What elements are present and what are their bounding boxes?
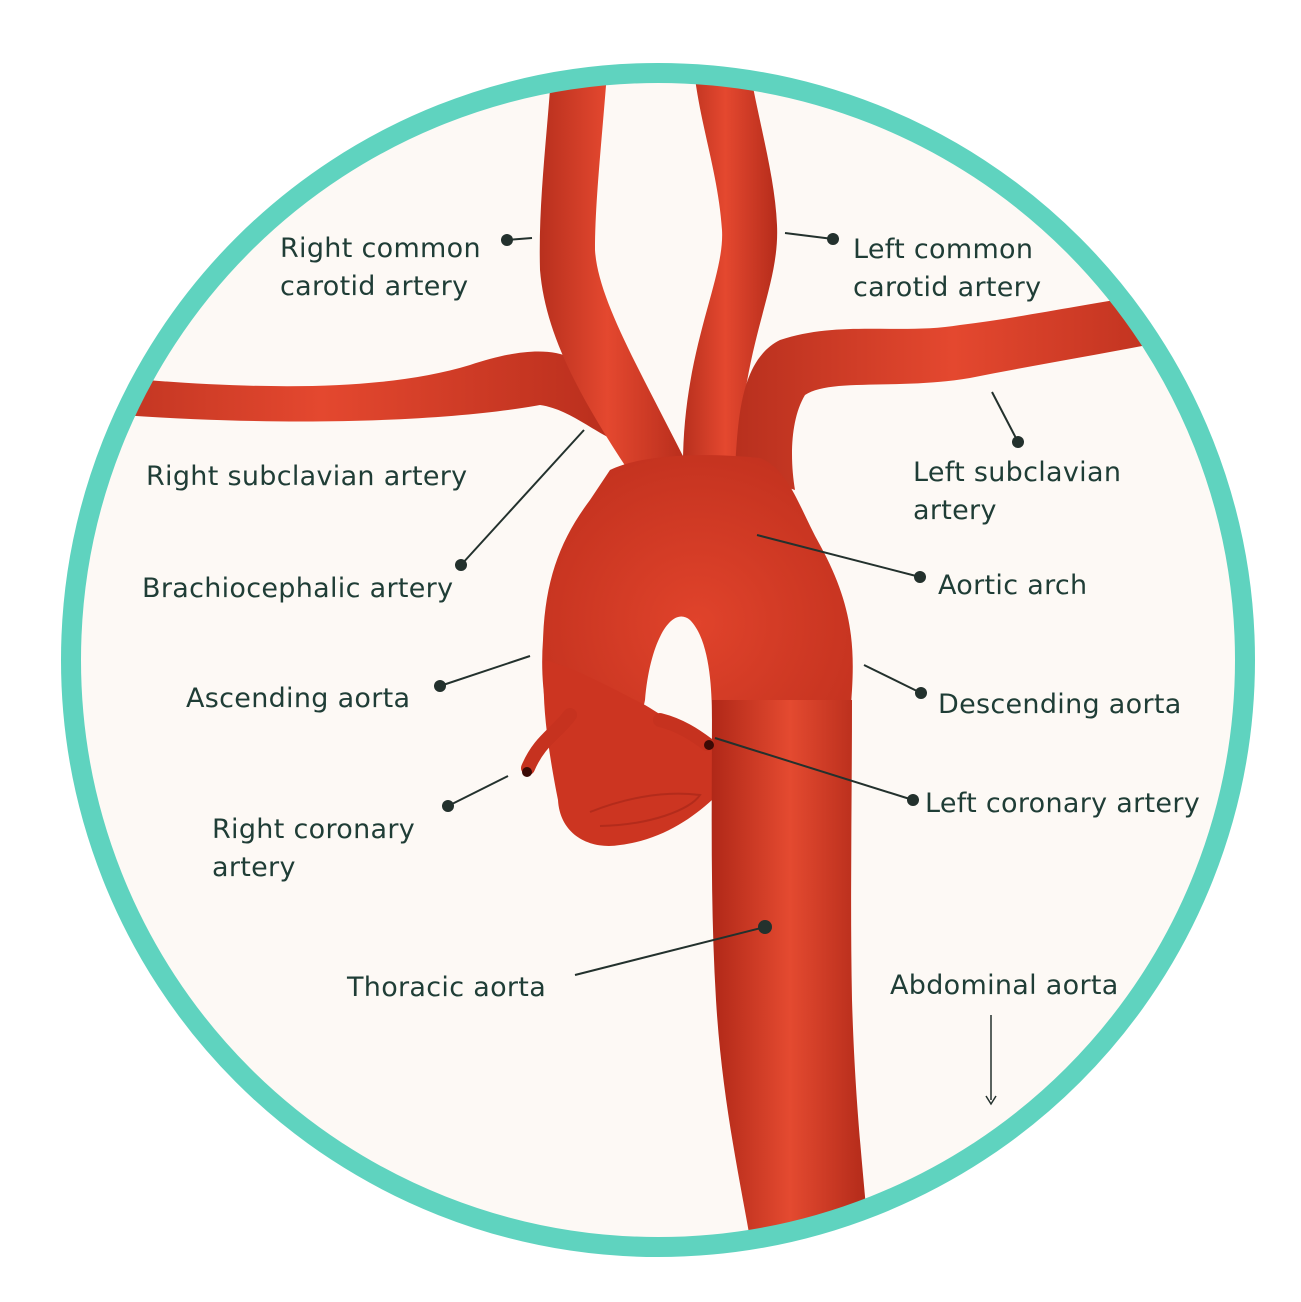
aortic-root-vessel	[543, 660, 712, 846]
dot-right-common-carotid	[501, 234, 513, 246]
label-right-coronary: Right coronary artery	[212, 814, 424, 883]
leader-right-coronary	[447, 775, 509, 807]
right-coronary-vessel	[521, 708, 577, 775]
labels: Right common carotid artery Left common …	[142, 233, 1200, 1003]
leader-left-common-carotid	[784, 232, 834, 240]
dot-descending-aorta	[915, 687, 927, 699]
dot-brachiocephalic	[455, 559, 467, 571]
dot-right-coronary	[442, 800, 454, 812]
label-right-common-carotid-line1: Right common	[280, 233, 481, 264]
label-descending-aorta: Descending aorta	[938, 689, 1182, 720]
label-left-common-carotid-line2: carotid artery	[853, 272, 1041, 303]
left-coronary-opening	[704, 740, 714, 750]
aortic-root-seam	[589, 792, 702, 827]
dot-ascending-aorta	[434, 680, 446, 692]
label-right-subclavian: Right subclavian artery	[146, 461, 467, 492]
ring-border	[61, 63, 1255, 1257]
label-abdominal-aorta: Abdominal aorta	[890, 970, 1119, 1001]
label-right-coronary-line2: artery	[212, 852, 296, 883]
leader-left-coronary	[714, 737, 914, 801]
label-right-coronary-line1: Right coronary	[212, 814, 415, 845]
leader-brachiocephalic	[460, 429, 585, 566]
label-aortic-arch: Aortic arch	[938, 570, 1087, 601]
left-subclavian-vessel	[735, 288, 1220, 490]
label-thoracic-aorta: Thoracic aorta	[346, 972, 546, 1003]
right-subclavian-vessel	[71, 351, 640, 450]
label-left-common-carotid: Left common carotid artery	[853, 234, 1042, 303]
thoracic-aorta-vessel	[711, 700, 868, 1247]
leader-left-subclavian	[991, 391, 1019, 443]
label-ascending-aorta: Ascending aorta	[186, 683, 410, 714]
dot-left-common-carotid	[827, 233, 839, 245]
dot-left-subclavian	[1012, 436, 1024, 448]
dot-left-coronary	[907, 794, 919, 806]
arteries	[71, 73, 1220, 1247]
leader-descending-aorta	[863, 664, 922, 694]
right-common-carotid-vessel	[539, 73, 690, 470]
label-left-subclavian-line1: Left subclavian	[913, 457, 1121, 488]
leader-thoracic-aorta	[574, 926, 766, 976]
label-left-subclavian-line2: artery	[913, 495, 997, 526]
arrow-head-abdominal-aorta	[985, 1095, 997, 1106]
label-right-common-carotid-line2: carotid artery	[280, 271, 468, 302]
left-coronary-vessel	[653, 713, 714, 751]
label-brachiocephalic: Brachiocephalic artery	[142, 573, 453, 604]
label-left-common-carotid-line1: Left common	[853, 234, 1033, 265]
label-right-common-carotid: Right common carotid artery	[280, 233, 490, 302]
aortic-arch-vessel	[542, 455, 853, 760]
leader-ascending-aorta	[439, 655, 531, 687]
dot-thoracic-aorta	[758, 920, 772, 934]
label-left-subclavian: Left subclavian artery	[913, 457, 1130, 526]
leaders	[434, 232, 1024, 1106]
dot-aortic-arch	[914, 571, 926, 583]
leader-aortic-arch	[756, 534, 921, 578]
left-common-carotid-vessel	[682, 73, 778, 470]
right-coronary-opening	[522, 767, 532, 777]
label-left-coronary: Left coronary artery	[925, 788, 1200, 819]
